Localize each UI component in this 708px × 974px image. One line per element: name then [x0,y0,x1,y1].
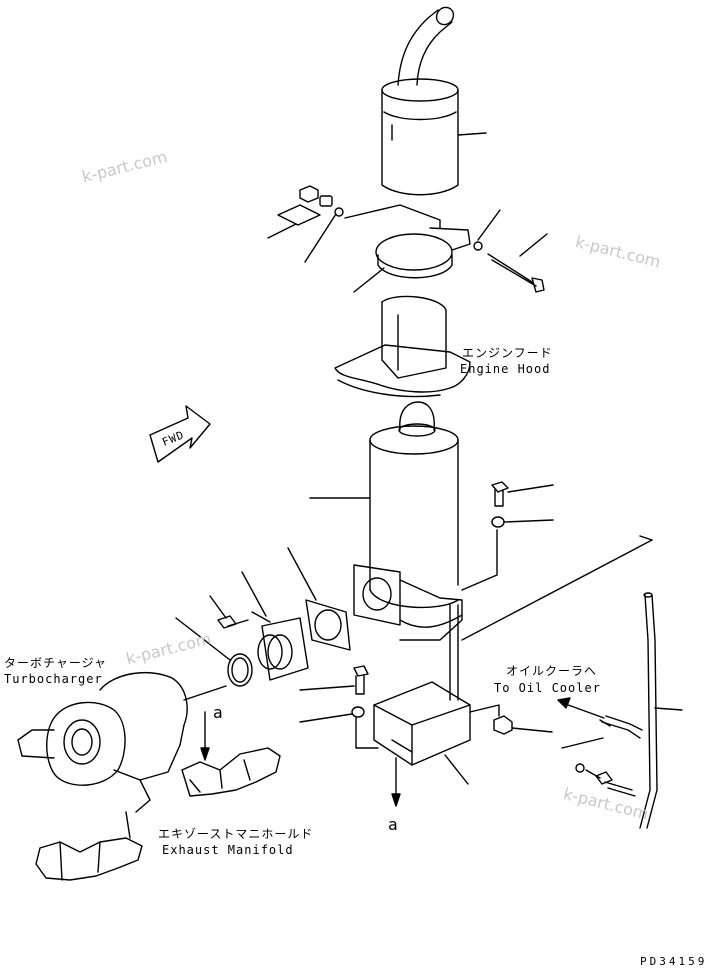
oil-cooler-label-en: To Oil Cooler [494,681,601,695]
fwd-arrow-icon [149,405,211,463]
oil-cooler-label-jp: オイルクーラへ [506,664,598,678]
engine-hood-collar [334,295,471,398]
muffler [309,401,463,641]
exhaust-manifold [35,747,281,881]
flange-gaskets [175,547,351,687]
engine-hood-label-jp: エンジンフード [462,346,553,360]
arrow-a-label-2: a [388,815,398,834]
diagram-code: PD34159 [640,955,708,968]
clamp-band [353,209,548,293]
stack-fasteners [267,185,441,263]
muffler-bolt [461,481,554,591]
engine-hood-label-en: Engine Hood [460,362,551,376]
arrow-a-label-1: a [213,703,223,722]
direction-arrows [200,711,401,807]
turbocharger-label-jp: ターボチャージャ [4,656,108,670]
turbocharger-label-en: Turbocharger [4,672,103,686]
manifold-label-en: Exhaust Manifold [162,843,294,857]
turbocharger [17,672,227,813]
manifold-label-jp: エキゾーストマニホールド [158,827,314,841]
oil-cooler-pipe [461,535,683,829]
exhaust-stack [381,6,487,196]
mounting-bracket [299,604,553,785]
